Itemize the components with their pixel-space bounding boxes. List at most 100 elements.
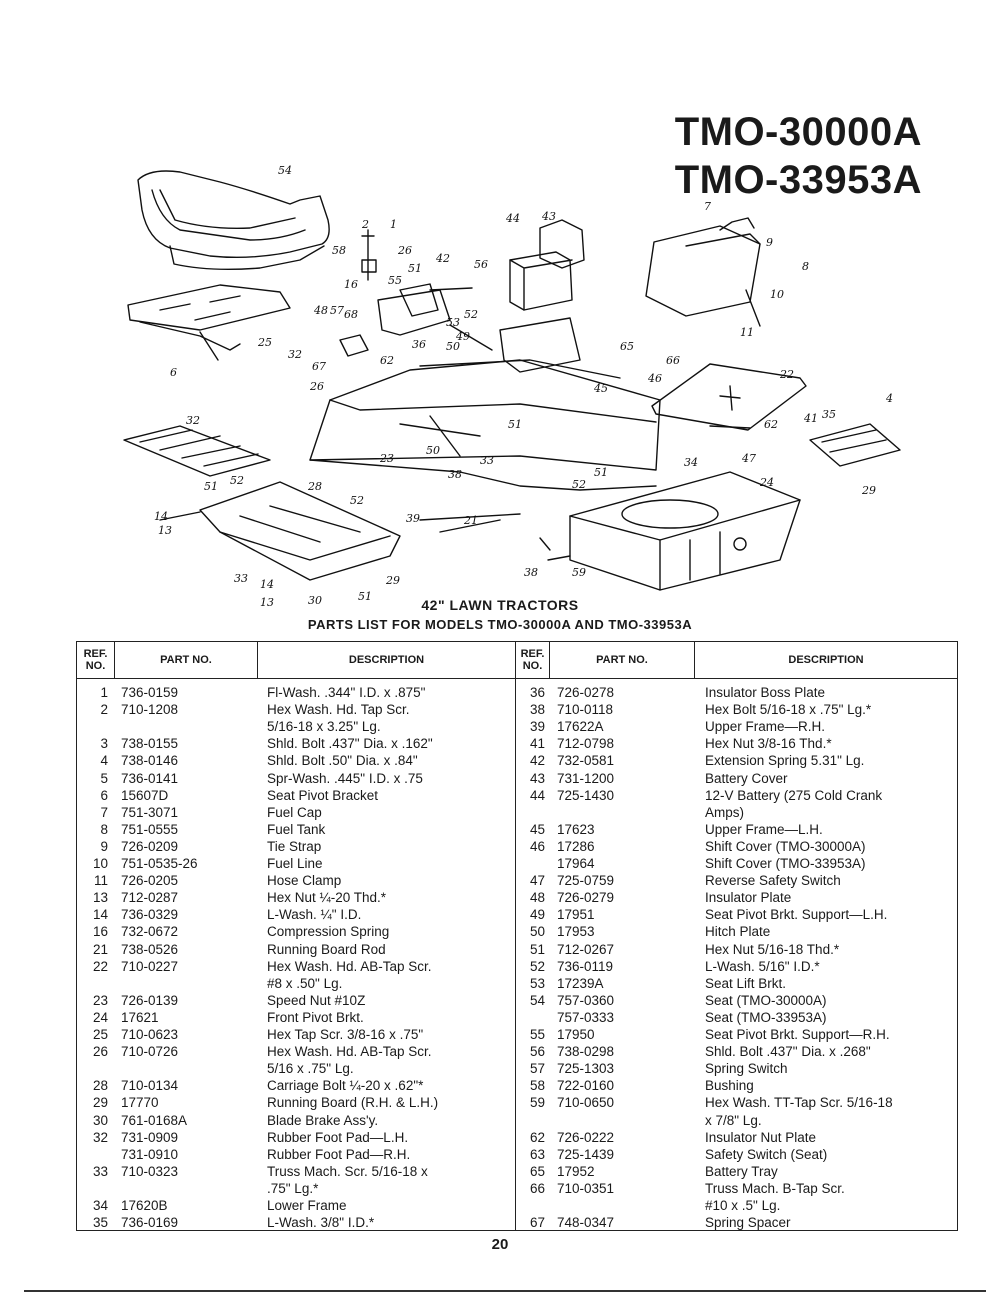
model-title-2: TMO-33953A — [674, 158, 922, 202]
parts-left-part-cell: 710-0227 — [121, 958, 179, 974]
callout-51-c: 51 — [358, 590, 372, 603]
parts-left-part-cell: 712-0287 — [121, 890, 179, 906]
parts-right-description-cell: Shld. Bolt .437" Dia. x .268" — [705, 1044, 871, 1060]
callout-24: 24 — [759, 476, 774, 489]
parts-right-description-cell: Amps) — [705, 804, 745, 820]
parts-left-ref-cell: 11 — [93, 873, 108, 889]
parts-left-part-cell: 751-0535-26 — [121, 856, 198, 871]
callout-50: 50 — [446, 340, 460, 353]
parts-right-part-cell: 17239A — [557, 975, 604, 991]
parts-right-part-cell: 726-0278 — [557, 685, 615, 700]
parts-right-ref-cell: 36 — [529, 685, 545, 700]
parts-right-part-cell: 736-0119 — [557, 958, 614, 974]
callout-58: 58 — [332, 244, 346, 257]
parts-left-ref-cell: 28 — [92, 1078, 108, 1094]
parts-left-description-cell: Rubber Foot Pad—R.H. — [267, 1146, 411, 1162]
callout-51-d: 51 — [508, 418, 522, 431]
parts-right-description-cell: x 7/8" Lg. — [705, 1112, 762, 1128]
parts-right-description-cell: Insulator Nut Plate — [705, 1129, 817, 1145]
callout-9: 9 — [766, 236, 773, 249]
parts-left-description-cell: Shld. Bolt .50" Dia. x .84" — [267, 753, 418, 769]
callout-46: 46 — [647, 372, 662, 385]
parts-left-description-cell: Running Board Rod — [267, 941, 386, 957]
parts-right-ref-cell: 48 — [529, 890, 545, 906]
callout-52-c: 52 — [572, 478, 586, 491]
parts-left-part-cell: 736-0159 — [121, 685, 179, 700]
parts-left-description-cell: Hex Wash. Hd. AB-Tap Scr. — [267, 1044, 432, 1060]
parts-right-description-cell: Safety Switch (Seat) — [705, 1146, 828, 1162]
parts-left-part-cell: 736-0329 — [121, 907, 179, 923]
callout-53: 53 — [446, 316, 460, 329]
parts-left-description-cell: Shld. Bolt .437" Dia. x .162" — [267, 736, 433, 752]
parts-left-description-cell: L-Wash. ¼" I.D. — [267, 907, 362, 923]
parts-left-part-cell: 710-1208 — [121, 702, 179, 718]
callout-57: 57 — [330, 304, 344, 317]
parts-left-description-cell: 5/16 x .75" Lg. — [267, 1061, 354, 1077]
callout-52-a: 52 — [230, 474, 244, 487]
parts-left-part-cell: 726-0209 — [121, 838, 179, 854]
callout-35: 35 — [822, 408, 836, 421]
callout-13-b: 13 — [260, 596, 274, 609]
parts-right-part-cell: 731-1200 — [557, 770, 615, 786]
parts-left-description-cell: L-Wash. 3/8" I.D.* — [267, 1215, 375, 1231]
parts-right-ref-cell: 46 — [529, 838, 545, 854]
callout-48: 48 — [313, 304, 328, 317]
parts-left-description-cell: Fl-Wash. .344" I.D. x .875" — [267, 685, 426, 700]
parts-right-ref-cell: 65 — [529, 1163, 545, 1179]
parts-left-ref-cell: 30 — [92, 1112, 108, 1128]
callout-28: 28 — [307, 480, 322, 493]
parts-right-description-cell: Spring Spacer — [705, 1215, 791, 1231]
callout-34: 34 — [684, 456, 698, 469]
parts-left-part-cell: 710-0134 — [121, 1078, 179, 1094]
parts-right-part-cell: 732-0581 — [557, 753, 615, 769]
parts-right-description-cell: Hex Wash. TT-Tap Scr. 5/16-18 — [705, 1095, 893, 1111]
parts-right-part-cell: 725-1439 — [557, 1146, 615, 1162]
parts-left-part-cell: 710-0623 — [121, 1027, 179, 1042]
parts-right-description-cell: 12-V Battery (275 Cold Crank — [705, 787, 883, 803]
parts-left-ref-cell: 23 — [92, 992, 108, 1008]
parts-right-part-cell: 722-0160 — [557, 1078, 615, 1094]
parts-left-ref-cell: 32 — [92, 1129, 108, 1145]
parts-right-part-cell: 725-0759 — [557, 873, 615, 889]
parts-right-ref-cell: 63 — [529, 1146, 545, 1162]
parts-left-ref-cell: 29 — [92, 1095, 108, 1111]
callout-23: 23 — [379, 452, 394, 465]
parts-right-part-cell: 710-0650 — [557, 1095, 615, 1111]
running-board-drawing — [159, 481, 401, 581]
diagram-callouts: 54 6 25 2 1 58 16 26 51 42 56 55 52 53 4… — [154, 164, 893, 609]
fuel-tank-drawing — [645, 217, 761, 327]
parts-left-ref-cell: 22 — [92, 958, 108, 974]
parts-right-description-cell: Shift Cover (TMO-33953A) — [705, 856, 866, 871]
parts-left-description-cell: Running Board (R.H. & L.H.) — [267, 1095, 439, 1111]
model-title-1: TMO-30000A — [674, 110, 922, 154]
callout-62: 62 — [764, 418, 778, 431]
callout-65: 65 — [620, 340, 634, 353]
parts-right-part-cell: 17623 — [557, 821, 595, 837]
parts-right-ref-cell: 59 — [529, 1095, 545, 1111]
parts-left-description-cell: Hex Wash. Hd. AB-Tap Scr. — [267, 958, 432, 974]
callout-2: 2 — [361, 218, 369, 231]
parts-right-description-cell: Upper Frame—L.H. — [705, 821, 823, 837]
parts-right-part-cell: 17952 — [557, 1163, 595, 1179]
parts-right-description-cell: Insulator Plate — [705, 890, 792, 906]
callout-7: 7 — [704, 200, 711, 213]
parts-right-ref-cell: 44 — [529, 787, 545, 803]
header-part-right: PART NO. — [596, 654, 648, 666]
parts-right-part-cell: 17951 — [557, 907, 595, 923]
parts-left-part-cell: 751-0555 — [121, 821, 179, 837]
exploded-parts-diagram: 54 6 25 2 1 58 16 26 51 42 56 55 52 53 4… — [123, 164, 901, 609]
parts-right-ref-cell: 62 — [529, 1129, 545, 1145]
callout-50-b: 50 — [426, 444, 440, 457]
model-titles: TMO-30000A TMO-33953A — [675, 108, 922, 204]
parts-right-part-cell: 757-0333 — [557, 1009, 615, 1025]
callout-41: 41 — [803, 412, 818, 425]
parts-left-ref-cell: 7 — [100, 804, 108, 820]
parts-left-part-cell: 17770 — [121, 1095, 159, 1111]
parts-left-description-cell: Fuel Line — [267, 856, 323, 871]
callout-38-b: 38 — [524, 566, 538, 579]
col-rule — [257, 642, 258, 678]
parts-right-description-cell: Hex Nut 3/8-16 Thd.* — [705, 736, 832, 752]
parts-left-description-cell: Hex Tap Scr. 3/8-16 x .75" — [267, 1027, 424, 1042]
parts-left-ref-cell: 35 — [92, 1215, 108, 1231]
parts-right-part-cell: 725-1430 — [557, 787, 615, 803]
